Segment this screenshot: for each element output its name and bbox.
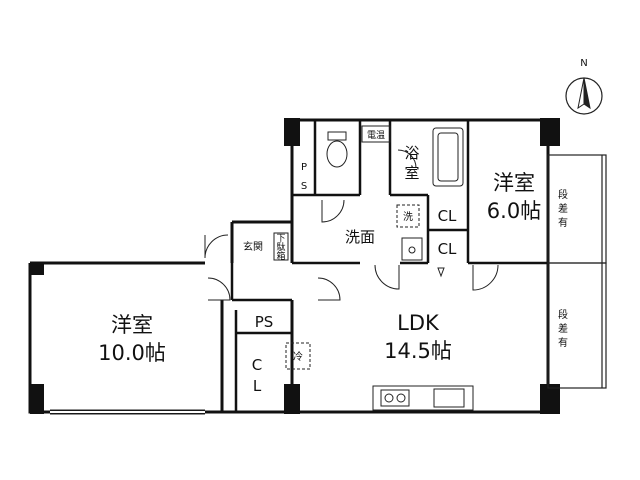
kitchen-stove bbox=[380, 389, 410, 407]
small-boxes bbox=[273, 125, 391, 261]
walls bbox=[28, 118, 550, 414]
door-closet-marker bbox=[437, 267, 445, 278]
kitchen-counter bbox=[372, 385, 474, 411]
wall-western-large bbox=[28, 263, 224, 414]
balcony-lower-1: 段 bbox=[558, 308, 568, 321]
wall-ldk bbox=[290, 263, 550, 414]
balcony-upper-3: 有 bbox=[558, 216, 568, 229]
pillar-top-right bbox=[540, 118, 560, 146]
fridge-label: 冷 bbox=[293, 350, 303, 363]
fridge-box bbox=[285, 342, 311, 370]
entrance-label: 玄関 bbox=[243, 240, 263, 253]
washer-label: 洗 bbox=[403, 211, 413, 223]
kitchen bbox=[372, 385, 474, 411]
bath-label-1: 浴 bbox=[404, 144, 419, 162]
bathtub-outer bbox=[432, 127, 464, 187]
door-hall bbox=[317, 277, 341, 301]
door-ldk-right bbox=[472, 264, 499, 291]
door-bath bbox=[397, 149, 417, 169]
labels: 洋室 10.0帖 洋室 6.0帖 LDK 14.5帖 浴 室 洗面 玄関 下 駄… bbox=[98, 130, 568, 395]
cl-vertical-2: L bbox=[253, 377, 262, 395]
washbasin-body bbox=[401, 237, 423, 261]
ps-mid-label: PS bbox=[255, 313, 274, 331]
door-washroom bbox=[321, 199, 345, 223]
bathtub bbox=[432, 127, 464, 187]
shoe-box bbox=[273, 232, 289, 261]
washbasin bbox=[401, 237, 423, 261]
door-entrance bbox=[204, 234, 229, 259]
kitchen-sink bbox=[433, 388, 465, 408]
cl-vertical-1: C bbox=[252, 356, 262, 374]
balcony-lower-3: 有 bbox=[558, 336, 568, 349]
ldk-name: LDK bbox=[397, 311, 440, 335]
compass-needle-left bbox=[577, 77, 585, 110]
doors bbox=[204, 149, 499, 301]
cl-lower-label: CL bbox=[438, 240, 457, 258]
toilet-bowl bbox=[326, 140, 348, 168]
shoe-box-label-2: 駄 bbox=[276, 241, 285, 253]
toilet bbox=[326, 131, 348, 168]
washbasin-drain bbox=[408, 246, 416, 254]
ldk-size: 14.5帖 bbox=[384, 339, 452, 363]
washroom-label: 洗面 bbox=[345, 228, 375, 246]
western-large-size: 10.0帖 bbox=[98, 341, 166, 365]
stove-burner-left bbox=[384, 393, 394, 403]
shoe-box-label-3: 箱 bbox=[276, 250, 285, 262]
bathtub-inner bbox=[437, 132, 459, 182]
ps-top-2: S bbox=[301, 181, 307, 192]
balcony-lower bbox=[547, 262, 607, 389]
pillar-left-top bbox=[30, 263, 44, 275]
western-large-name: 洋室 bbox=[111, 313, 153, 337]
toilet-tank bbox=[327, 131, 347, 141]
shoe-box-label-1: 下 bbox=[276, 234, 285, 244]
balcony-upper bbox=[547, 154, 607, 264]
western-small-name: 洋室 bbox=[493, 171, 535, 195]
balcony-lower-2: 差 bbox=[558, 322, 568, 335]
stove-burner-right bbox=[396, 393, 406, 403]
water-heater-box bbox=[361, 125, 391, 143]
windows bbox=[50, 409, 205, 415]
pillar-bottom-right bbox=[540, 384, 560, 414]
western-small-size: 6.0帖 bbox=[487, 199, 541, 223]
pillar-bottom-left bbox=[30, 384, 44, 414]
compass-north-label: N bbox=[580, 58, 587, 69]
balcony bbox=[547, 154, 607, 389]
door-ldk-left bbox=[374, 264, 400, 290]
door-western-large bbox=[207, 277, 231, 301]
water-heater-label: 電温 bbox=[367, 130, 385, 141]
pillars bbox=[30, 118, 560, 414]
pillar-bottom-mid bbox=[284, 384, 300, 414]
compass: N bbox=[565, 58, 603, 115]
ps-top-1: P bbox=[301, 162, 307, 173]
cl-upper-label: CL bbox=[438, 207, 457, 225]
balcony-upper-1: 段 bbox=[558, 188, 568, 201]
bath-label-2: 室 bbox=[404, 164, 419, 182]
pillar-top-left bbox=[284, 118, 300, 146]
washer-box bbox=[396, 204, 420, 228]
dashed-fixtures bbox=[285, 204, 420, 370]
interior-walls bbox=[230, 120, 548, 412]
compass-needle-right bbox=[583, 77, 591, 110]
balcony-upper-2: 差 bbox=[558, 202, 568, 215]
